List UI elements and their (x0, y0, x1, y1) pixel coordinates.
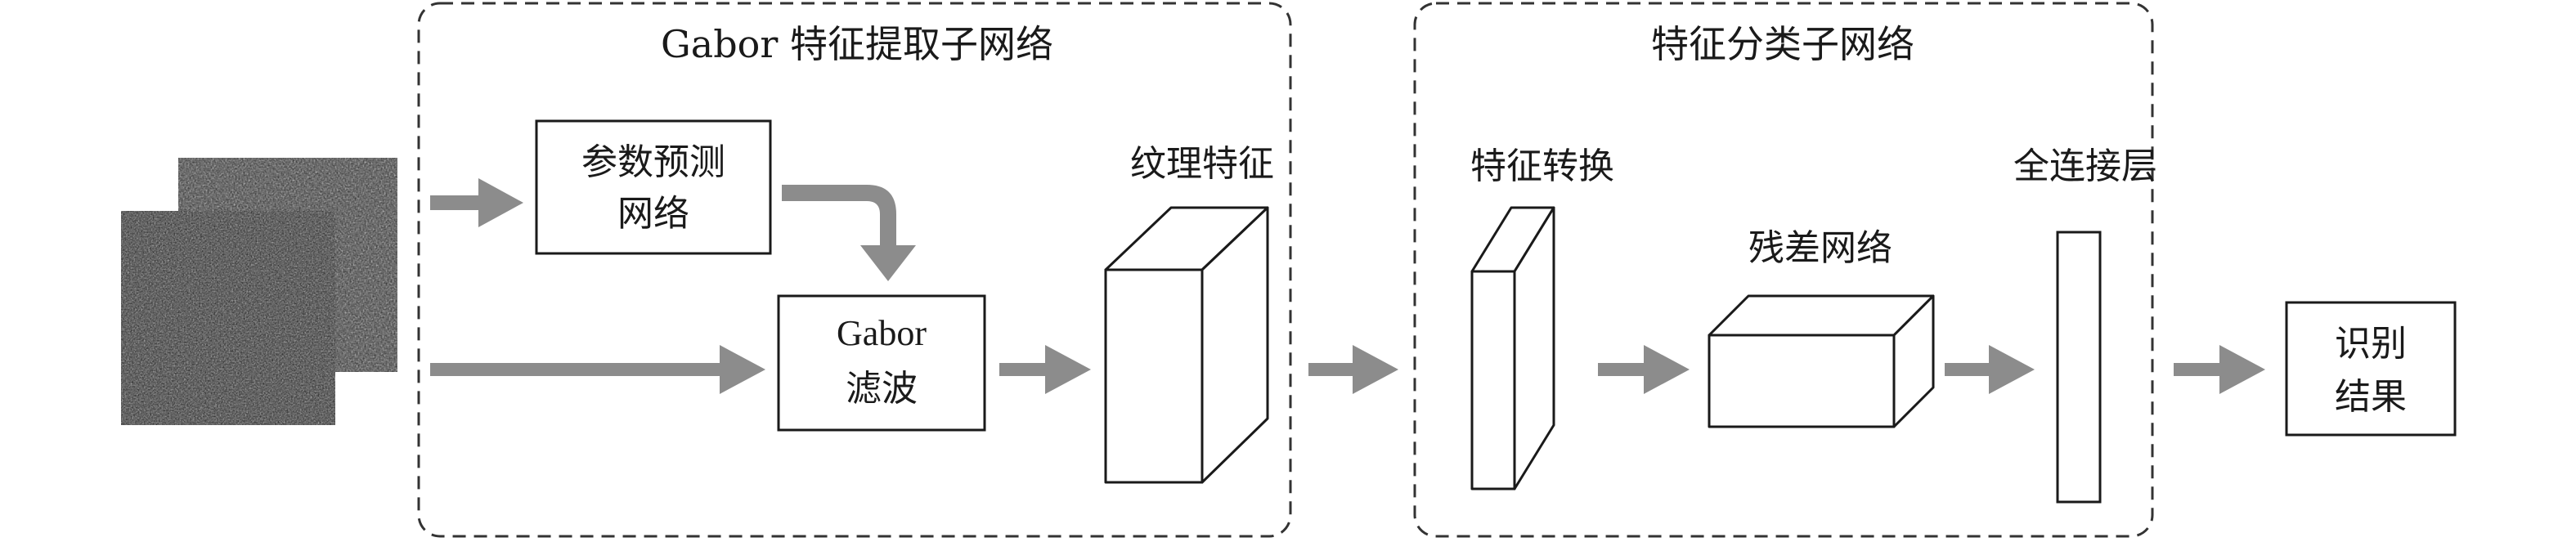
extraction-subnet-border (417, 2, 1292, 538)
param-prediction-label-line1: 参数预测 (581, 141, 725, 183)
texture-feature-block (1104, 206, 1269, 484)
result-label-line2: 结果 (2335, 376, 2407, 418)
gabor-filter-label-line2: 滤波 (846, 368, 918, 410)
residual-network-label: 残差网络 (1748, 227, 1892, 269)
gabor-filter-box (777, 294, 986, 432)
extraction-subnet-title: Gabor 特征提取子网络 (661, 22, 1053, 66)
input-image-stack (121, 158, 397, 425)
texture-feature-label: 纹理特征 (1130, 143, 1274, 185)
classification-subnet-border (1413, 2, 2154, 538)
arrow-param-to-gabor (782, 185, 916, 281)
arrow-image-to-gabor (430, 345, 765, 394)
residual-network-block (1708, 294, 1935, 428)
param-prediction-label-line2: 网络 (617, 193, 689, 235)
classification-subnet-title: 特征分类子网络 (1651, 22, 1914, 66)
arrow-gabor-to-texture (999, 345, 1091, 394)
feature-transform-label: 特征转换 (1470, 146, 1614, 187)
arrow-residual-to-fc (1945, 345, 2035, 394)
feature-transform-block (1470, 206, 1555, 490)
arrow-image-to-param (430, 178, 523, 227)
fc-layer-box (2056, 231, 2102, 504)
arrow-texture-to-classifier (1308, 345, 1398, 394)
param-prediction-box (535, 119, 772, 255)
result-label-line1: 识别 (2335, 323, 2407, 365)
fc-layer-label: 全连接层 (2013, 146, 2157, 187)
arrow-classifier-to-result (2174, 345, 2265, 394)
arrow-transform-to-residual (1598, 345, 1690, 394)
gabor-filter-label-line1: Gabor (837, 313, 927, 353)
result-box (2285, 301, 2457, 437)
